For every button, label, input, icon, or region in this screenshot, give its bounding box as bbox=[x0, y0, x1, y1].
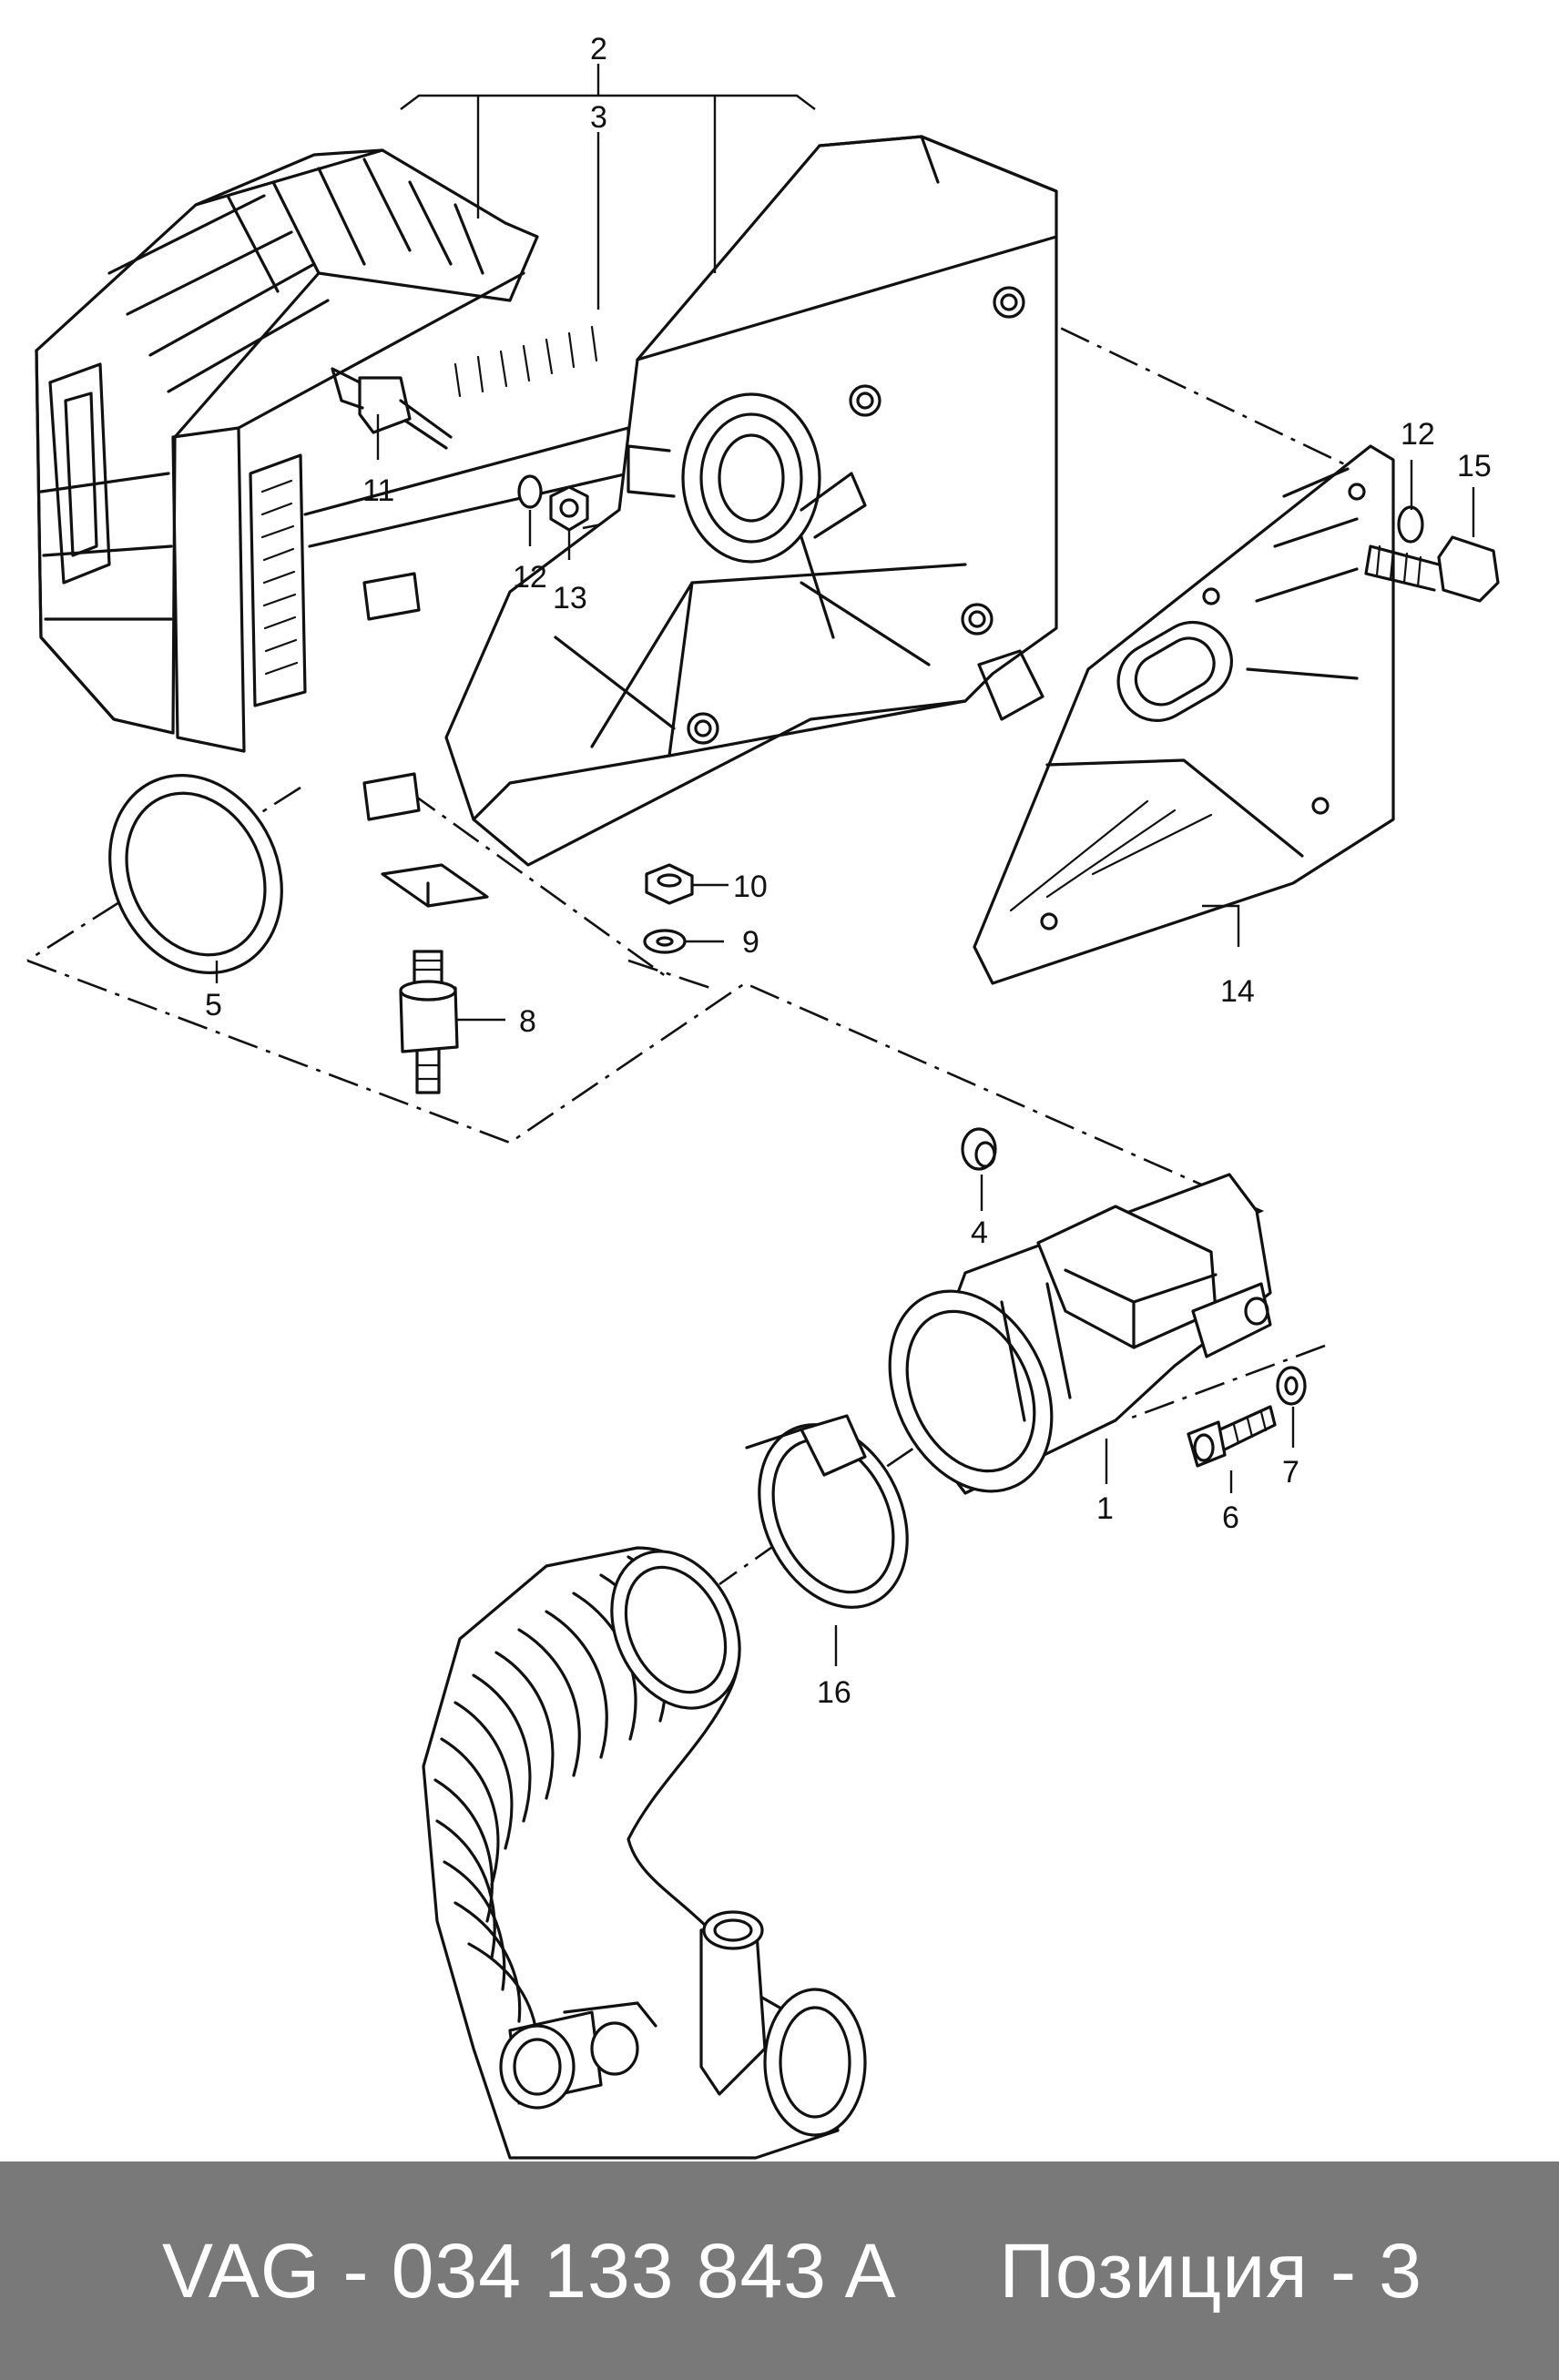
nut-10 bbox=[645, 863, 694, 905]
rubber-mount-8 bbox=[399, 950, 459, 1094]
callout-14: 14 bbox=[1220, 974, 1255, 1009]
washer-12-left bbox=[517, 474, 543, 509]
callout-8: 8 bbox=[519, 1004, 536, 1039]
callout-1: 1 bbox=[1096, 1491, 1114, 1526]
retaining-clips bbox=[362, 572, 489, 908]
exploded-parts-diagram: 2 3 11 12 13 12 15 14 10 9 8 5 4 1 6 7 1… bbox=[26, 32, 1500, 2160]
callout-7: 7 bbox=[1282, 1455, 1299, 1490]
air-filter-lower-housing bbox=[35, 148, 630, 753]
callout-11: 11 bbox=[362, 473, 394, 508]
callout-4: 4 bbox=[971, 1215, 988, 1250]
leader-lines bbox=[215, 64, 1475, 1666]
stud-11 bbox=[331, 367, 453, 450]
callout-6: 6 bbox=[1222, 1500, 1239, 1535]
callout-10: 10 bbox=[733, 870, 768, 904]
grommet-4 bbox=[961, 1127, 997, 1171]
callout-9: 9 bbox=[742, 925, 759, 960]
callout-15: 15 bbox=[1457, 449, 1492, 483]
air-filter-upper-housing bbox=[444, 135, 1058, 867]
air-mass-meter-1 bbox=[888, 1173, 1272, 1495]
part-number-label: VAG - 034 133 843 A bbox=[162, 2227, 897, 2314]
callout-12-right: 12 bbox=[1401, 417, 1435, 452]
bolt-15 bbox=[1364, 535, 1500, 603]
callout-12-left: 12 bbox=[513, 560, 547, 595]
callout-13: 13 bbox=[553, 581, 587, 615]
nut-13 bbox=[549, 485, 589, 532]
caption-bar: VAG - 034 133 843 A Позиция - 3 bbox=[0, 2161, 1559, 2380]
washer-9 bbox=[643, 929, 687, 954]
callout-labels: 2 3 11 12 13 12 15 14 10 9 8 5 4 1 6 7 1… bbox=[205, 32, 1492, 1710]
washer-7 bbox=[1276, 1366, 1307, 1406]
mounting-bracket bbox=[973, 444, 1395, 985]
position-label: Позиция - 3 bbox=[999, 2227, 1422, 2314]
washer-12-right bbox=[1397, 505, 1424, 544]
callout-2: 2 bbox=[590, 32, 607, 66]
gasket-ring-5 bbox=[108, 774, 283, 974]
hose-clamp-16 bbox=[745, 1414, 909, 1609]
screw-6 bbox=[1187, 1405, 1277, 1468]
intake-hose bbox=[422, 1546, 867, 2160]
callout-16: 16 bbox=[817, 1675, 851, 1710]
callout-5: 5 bbox=[205, 988, 222, 1022]
callout-3: 3 bbox=[590, 100, 607, 135]
